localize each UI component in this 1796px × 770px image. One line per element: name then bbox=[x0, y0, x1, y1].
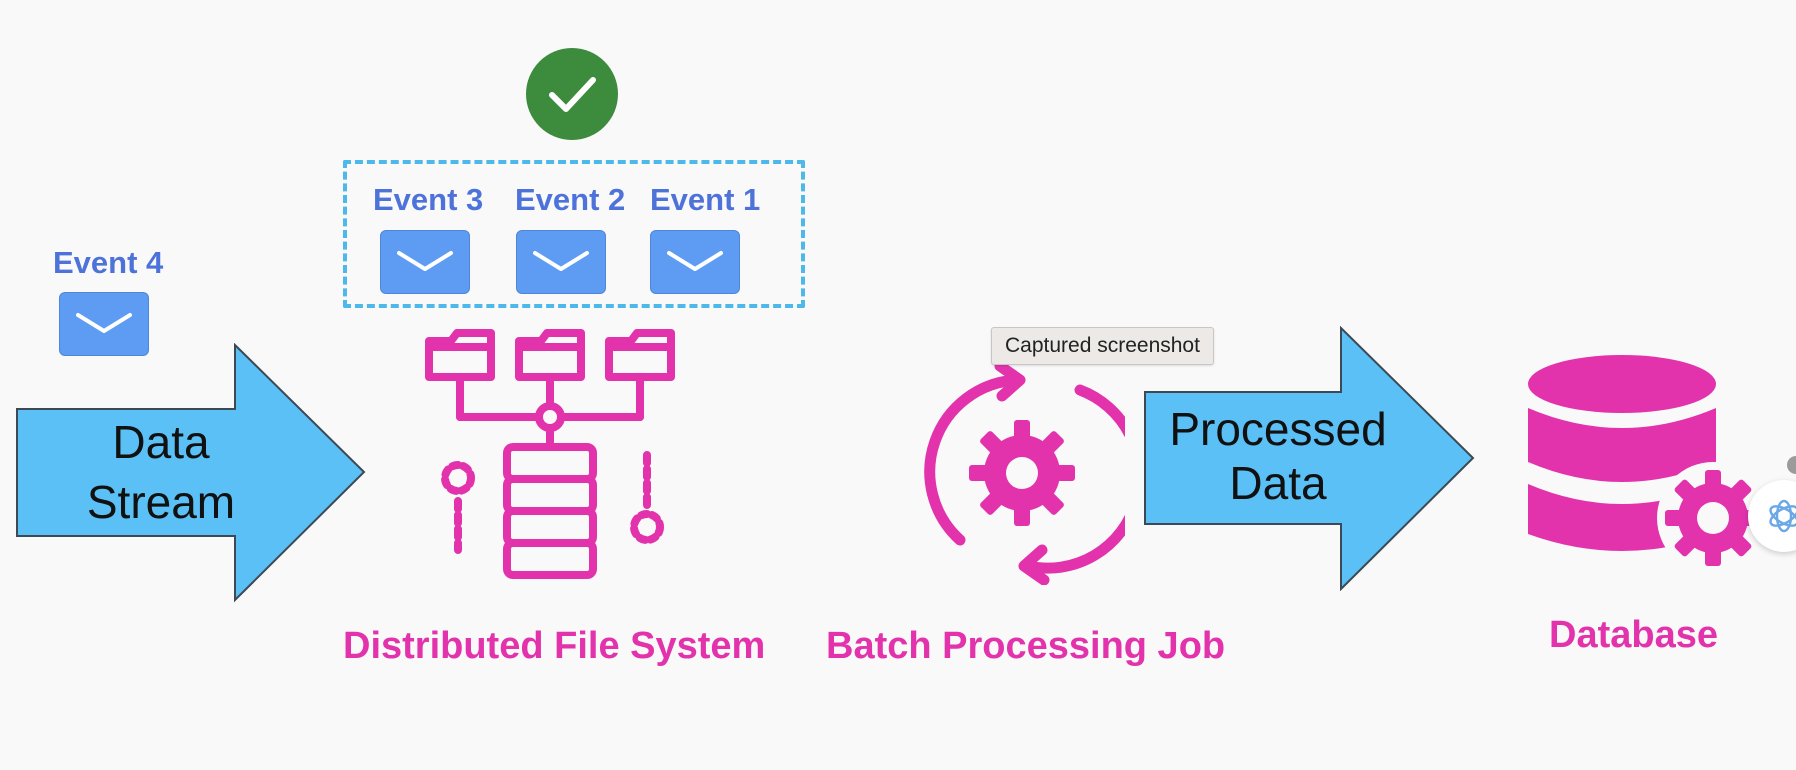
dfs-caption: Distributed File System bbox=[343, 625, 766, 667]
captured-screenshot-tooltip: Captured screenshot bbox=[991, 327, 1214, 365]
envelope-icon bbox=[380, 230, 470, 294]
event-label-4: Event 4 bbox=[53, 245, 164, 280]
database-gear-icon bbox=[1527, 354, 1772, 574]
gear-cycle-icon bbox=[920, 360, 1146, 586]
event-label-1: Event 1 bbox=[650, 182, 761, 217]
database-caption: Database bbox=[1549, 614, 1718, 656]
event-label-3: Event 3 bbox=[373, 182, 484, 217]
distributed-storage-icon bbox=[425, 325, 680, 585]
data-stream-label-line1: Data bbox=[112, 416, 210, 468]
event-label-2: Event 2 bbox=[515, 182, 626, 217]
data-stream-label-line2: Stream bbox=[86, 476, 236, 528]
data-stream-arrow bbox=[16, 342, 366, 603]
assistant-badge bbox=[1787, 456, 1796, 474]
processed-data-label-line2: Data bbox=[1229, 457, 1327, 509]
envelope-icon bbox=[59, 292, 149, 356]
success-check-icon bbox=[525, 47, 619, 141]
batch-caption: Batch Processing Job bbox=[826, 625, 1226, 667]
event-batch-box bbox=[343, 160, 805, 308]
assistant-knot-icon bbox=[1769, 499, 1796, 533]
data-stream-label: Data Stream bbox=[36, 412, 286, 532]
envelope-icon bbox=[516, 230, 606, 294]
envelope-icon bbox=[650, 230, 740, 294]
processed-data-arrow bbox=[1143, 325, 1475, 592]
processed-data-label: Processed Data bbox=[1148, 402, 1408, 510]
processed-data-label-line1: Processed bbox=[1169, 403, 1387, 455]
